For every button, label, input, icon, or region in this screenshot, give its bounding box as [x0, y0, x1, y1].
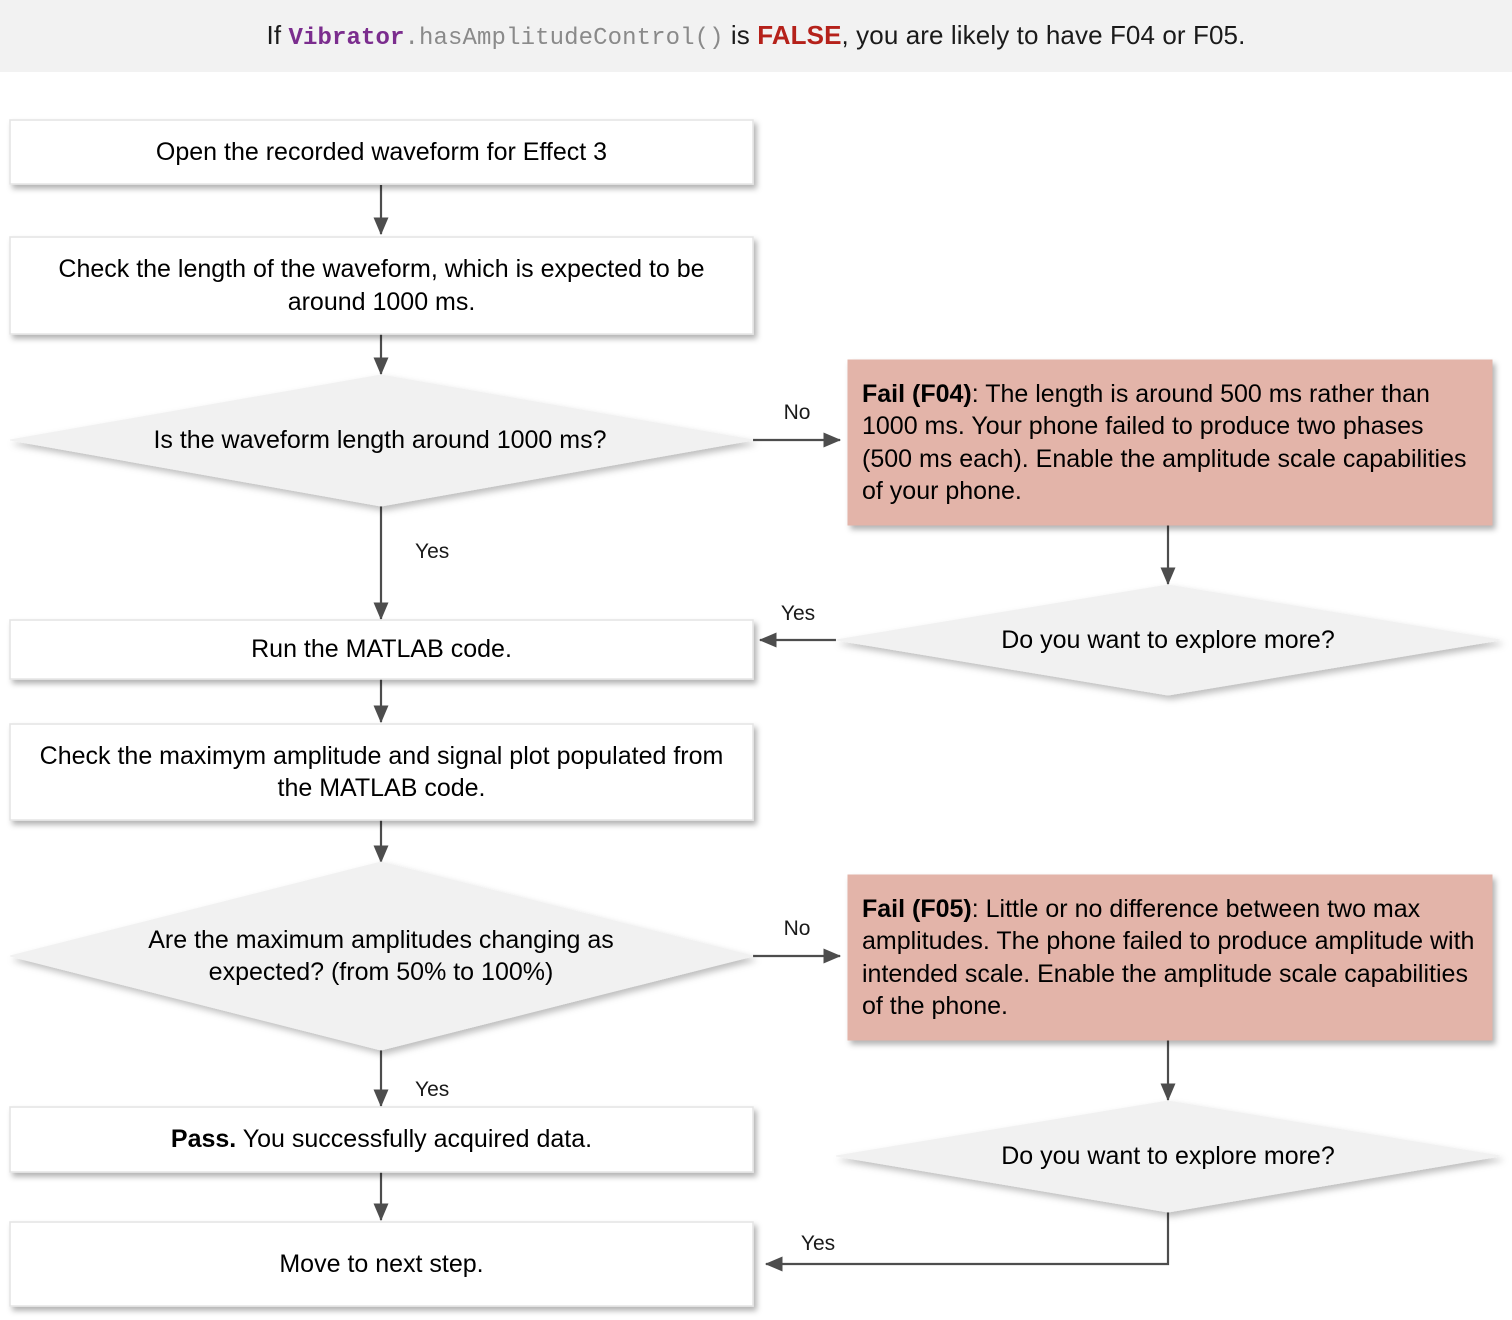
edge-label-length-yes: Yes — [415, 540, 449, 563]
edge-label-amplitude-no: No — [784, 917, 811, 940]
edge-label-amplitude-yes: Yes — [415, 1078, 449, 1101]
node-fail-f04[interactable]: Fail (F04): The length is around 500 ms … — [847, 359, 1493, 526]
node-explore-more-2[interactable]: Do you want to explore more? — [835, 1100, 1501, 1213]
node-pass-keyword: Pass. — [170, 1125, 237, 1154]
node-decide-amplitude[interactable]: Are the maximum amplitudes changing as e… — [9, 861, 754, 1051]
node-move-next[interactable]: Move to next step. — [9, 1221, 754, 1307]
header-middle: is — [723, 20, 758, 50]
node-explore-more-1[interactable]: Do you want to explore more? — [835, 584, 1501, 696]
node-fail-f05-code: Fail (F05) — [862, 894, 972, 923]
header-code-class: Vibrator — [288, 25, 405, 52]
edge-explore2-yes — [764, 1212, 1170, 1272]
node-pass-detail: You successfully acquired data. — [236, 1125, 593, 1154]
node-explore-more-1-label: Do you want to explore more? — [1001, 625, 1335, 654]
node-pass-text: Pass. You successfully acquired data. — [10, 1107, 753, 1172]
flowchart-canvas: No Yes Yes No Yes Yes Open the recorded … — [0, 72, 1512, 1320]
node-fail-f04-detail: : The length is around 500 ms rather tha… — [862, 379, 1467, 506]
node-decide-length[interactable]: Is the waveform length around 1000 ms? — [9, 374, 754, 507]
header-banner: If Vibrator.hasAmplitudeControl() is FAL… — [0, 0, 1512, 72]
edge-layer: No Yes Yes No Yes Yes — [373, 185, 1176, 1272]
node-check-amplitude-label: Check the maximym amplitude and signal p… — [39, 741, 724, 803]
node-fail-f04-text: Fail (F04): The length is around 500 ms … — [848, 360, 1492, 525]
node-open-waveform[interactable]: Open the recorded waveform for Effect 3 — [9, 119, 754, 185]
node-check-amplitude[interactable]: Check the maximym amplitude and signal p… — [9, 723, 754, 821]
node-check-length-label: Check the length of the waveform, which … — [58, 255, 705, 316]
header-suffix: , you are likely to have F04 or F05. — [841, 20, 1246, 50]
node-decide-length-label: Is the waveform length around 1000 ms? — [153, 425, 607, 454]
node-fail-f05-text: Fail (F05): Little or no difference betw… — [848, 875, 1492, 1040]
node-check-length[interactable]: Check the length of the waveform, which … — [9, 236, 754, 335]
header-code-method: .hasAmplitudeControl() — [404, 25, 724, 52]
node-run-matlab[interactable]: Run the MATLAB code. — [9, 619, 754, 680]
edge-label-length-no: No — [784, 401, 811, 424]
node-fail-f04-code: Fail (F04) — [862, 379, 972, 408]
node-explore-more-2-label: Do you want to explore more? — [1001, 1141, 1335, 1170]
edge-label-explore1-yes: Yes — [781, 602, 815, 625]
edge-label-explore2-yes: Yes — [801, 1232, 835, 1255]
node-move-next-label: Move to next step. — [279, 1249, 484, 1278]
node-pass[interactable]: Pass. You successfully acquired data. — [9, 1106, 754, 1173]
header-statement: If Vibrator.hasAmplitudeControl() is FAL… — [267, 20, 1246, 52]
node-run-matlab-label: Run the MATLAB code. — [251, 635, 512, 664]
node-decide-amplitude-label: Are the maximum amplitudes changing as e… — [148, 925, 614, 987]
node-fail-f05[interactable]: Fail (F05): Little or no difference betw… — [847, 874, 1493, 1041]
header-false-keyword: FALSE — [757, 20, 842, 50]
header-prefix: If — [266, 20, 289, 50]
node-fail-f05-detail: : Little or no difference between two ma… — [862, 894, 1475, 1021]
node-open-waveform-label: Open the recorded waveform for Effect 3 — [155, 137, 608, 166]
